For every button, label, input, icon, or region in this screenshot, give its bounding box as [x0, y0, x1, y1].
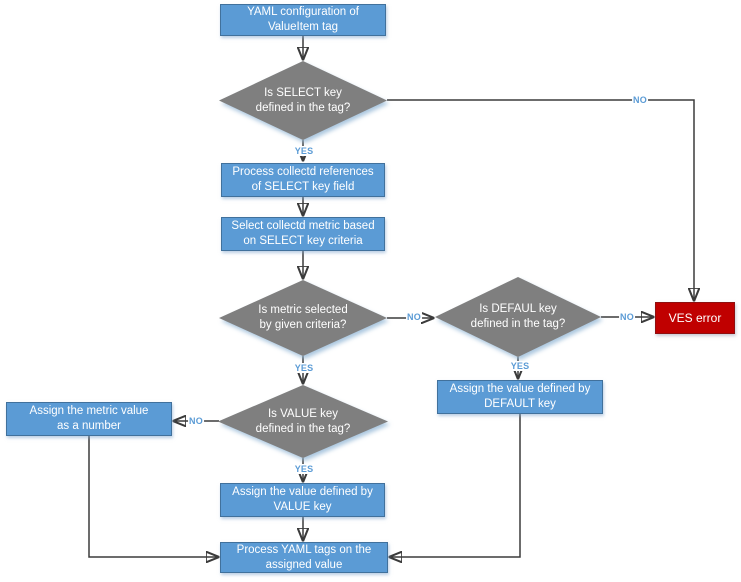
edge-label-select-yes: YES [293, 146, 315, 156]
edge-label-default-no: NO [619, 312, 635, 322]
edge-label-value-yes: YES [293, 464, 315, 474]
node-select-decision: Is SELECT key defined in the tag? [219, 61, 387, 140]
edge-select-no-to-error [387, 99, 694, 300]
value-decision-shape: Is VALUE key defined in the tag? [218, 385, 388, 458]
node-default-decision: Is DEFAUL key defined in the tag? [435, 277, 601, 357]
node-metric-decision: Is metric selected by given criteria? [219, 280, 387, 356]
default-decision-shape: Is DEFAUL key defined in the tag? [435, 277, 601, 357]
node-ves-error: VES error [655, 302, 735, 334]
node-assign-value: Assign the value defined by VALUE key [220, 483, 385, 517]
node-value-decision: Is VALUE key defined in the tag? [218, 385, 388, 458]
node-assign-default: Assign the value defined by DEFAULT key [437, 380, 603, 414]
node-select-metric: Select collectd metric based on SELECT k… [221, 217, 385, 251]
node-assign-metric: Assign the metric value as a number [6, 402, 172, 436]
edge-label-metric-no: NO [406, 312, 422, 322]
node-start: YAML configuration of ValueItem tag [220, 4, 386, 36]
node-process-tags: Process YAML tags on the assigned value [220, 542, 388, 573]
edge-label-metric-yes: YES [293, 363, 315, 373]
edge-label-default-yes: YES [509, 361, 531, 371]
select-decision-shape: Is SELECT key defined in the tag? [219, 61, 387, 140]
edge-label-select-no: NO [632, 95, 648, 105]
edge-assigndefault-to-processtags [390, 414, 521, 557]
metric-decision-shape: Is metric selected by given criteria? [219, 280, 387, 356]
edge-label-value-no: NO [188, 416, 204, 426]
edge-assignmetric-to-processtags [88, 436, 218, 557]
node-process-references: Process collectd references of SELECT ke… [221, 163, 385, 197]
